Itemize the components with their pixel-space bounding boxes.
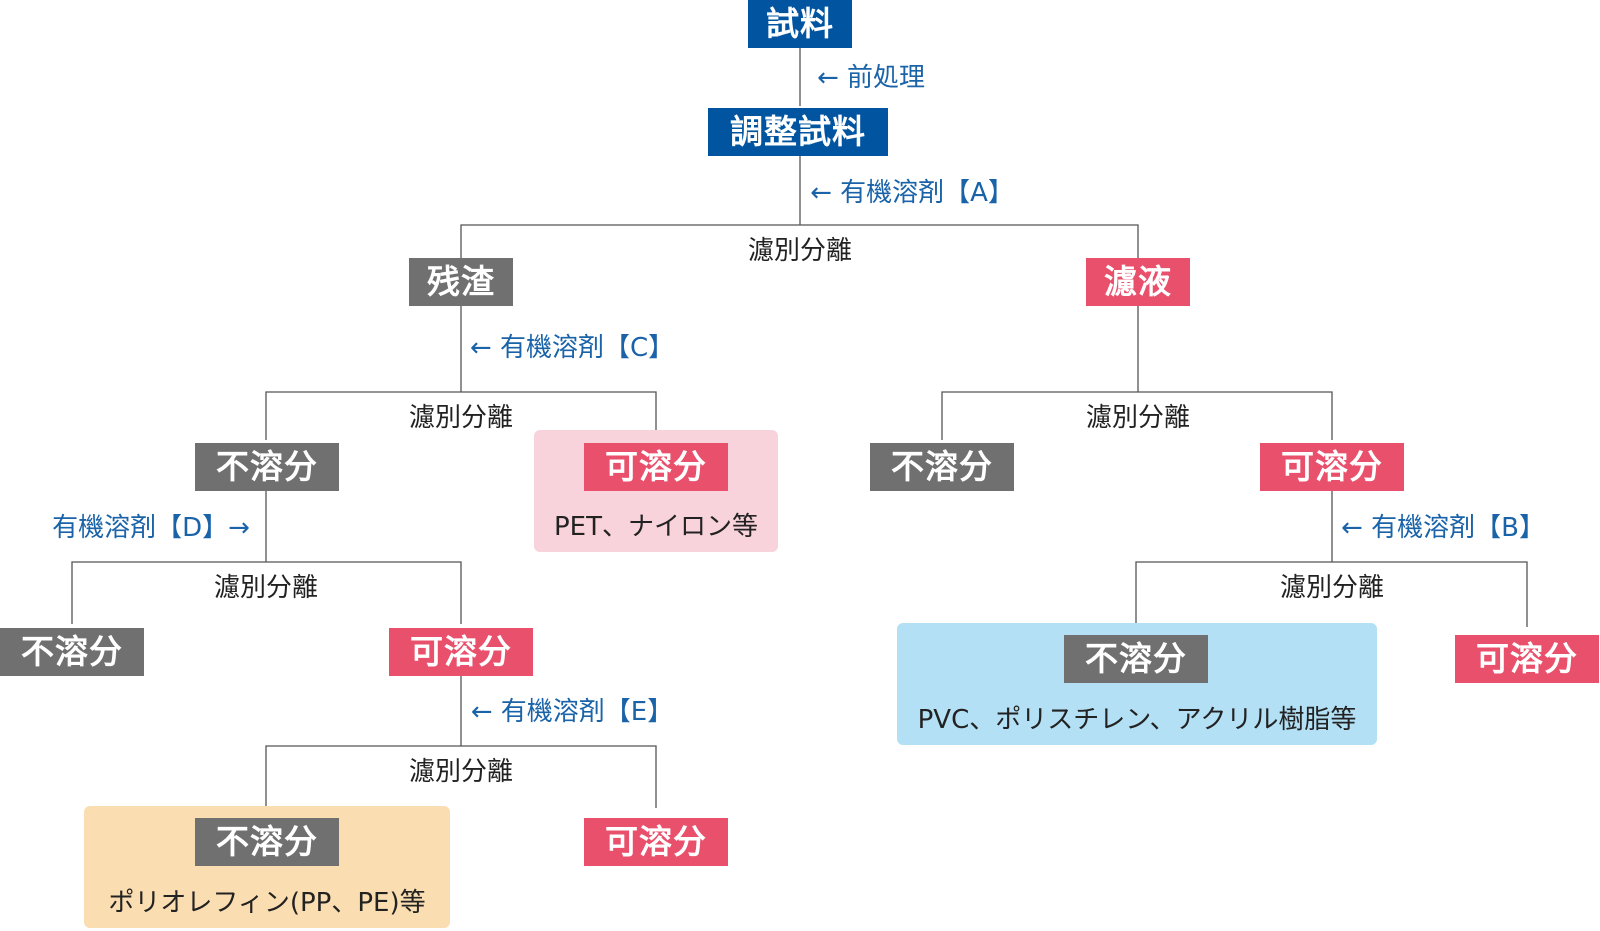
e-soluble-node: 可溶分	[584, 818, 728, 866]
b2-insoluble-node: 不溶分	[1064, 635, 1208, 683]
sample-node: 試料	[748, 0, 852, 48]
separation-label-b: 濾別分離	[1279, 573, 1385, 603]
prepared-sample-node: 調整試料	[708, 108, 888, 156]
separation-label-filtrate: 濾別分離	[1085, 403, 1191, 433]
separation-label-d: 濾別分離	[213, 573, 319, 603]
b-insoluble-node: 不溶分	[870, 443, 1014, 491]
separation-label-top: 濾別分離	[747, 236, 853, 266]
b-soluble-node: 可溶分	[1260, 443, 1404, 491]
solvent-c-label: ← 有機溶剤【C】	[469, 333, 675, 363]
b2-soluble-node: 可溶分	[1455, 635, 1599, 683]
d-insoluble-node: 不溶分	[0, 628, 144, 676]
solvent-a-label: ← 有機溶剤【A】	[810, 178, 1014, 208]
residue-node: 残渣	[409, 258, 513, 306]
solvent-b-label: ← 有機溶剤【B】	[1341, 513, 1545, 543]
e-insoluble-node: 不溶分	[195, 818, 339, 866]
solvent-d-label: 有機溶剤【D】→	[52, 513, 250, 543]
pet-nylon-panel: PET、ナイロン等	[534, 430, 778, 552]
pet-nylon-label: PET、ナイロン等	[554, 512, 758, 542]
filtrate-node: 濾液	[1086, 258, 1190, 306]
solvent-e-label: ← 有機溶剤【E】	[470, 697, 674, 727]
polyolefin-label: ポリオレフィン(PP、PE)等	[108, 888, 426, 918]
separation-label-residue: 濾別分離	[408, 403, 514, 433]
pretreatment-label: ← 前処理	[816, 63, 926, 93]
separation-label-e: 濾別分離	[408, 757, 514, 787]
d-soluble-node: 可溶分	[389, 628, 533, 676]
c-soluble-node: 可溶分	[584, 443, 728, 491]
c-insoluble-node: 不溶分	[195, 443, 339, 491]
pvc-ps-acrylic-label: PVC、ポリスチレン、アクリル樹脂等	[917, 705, 1357, 735]
